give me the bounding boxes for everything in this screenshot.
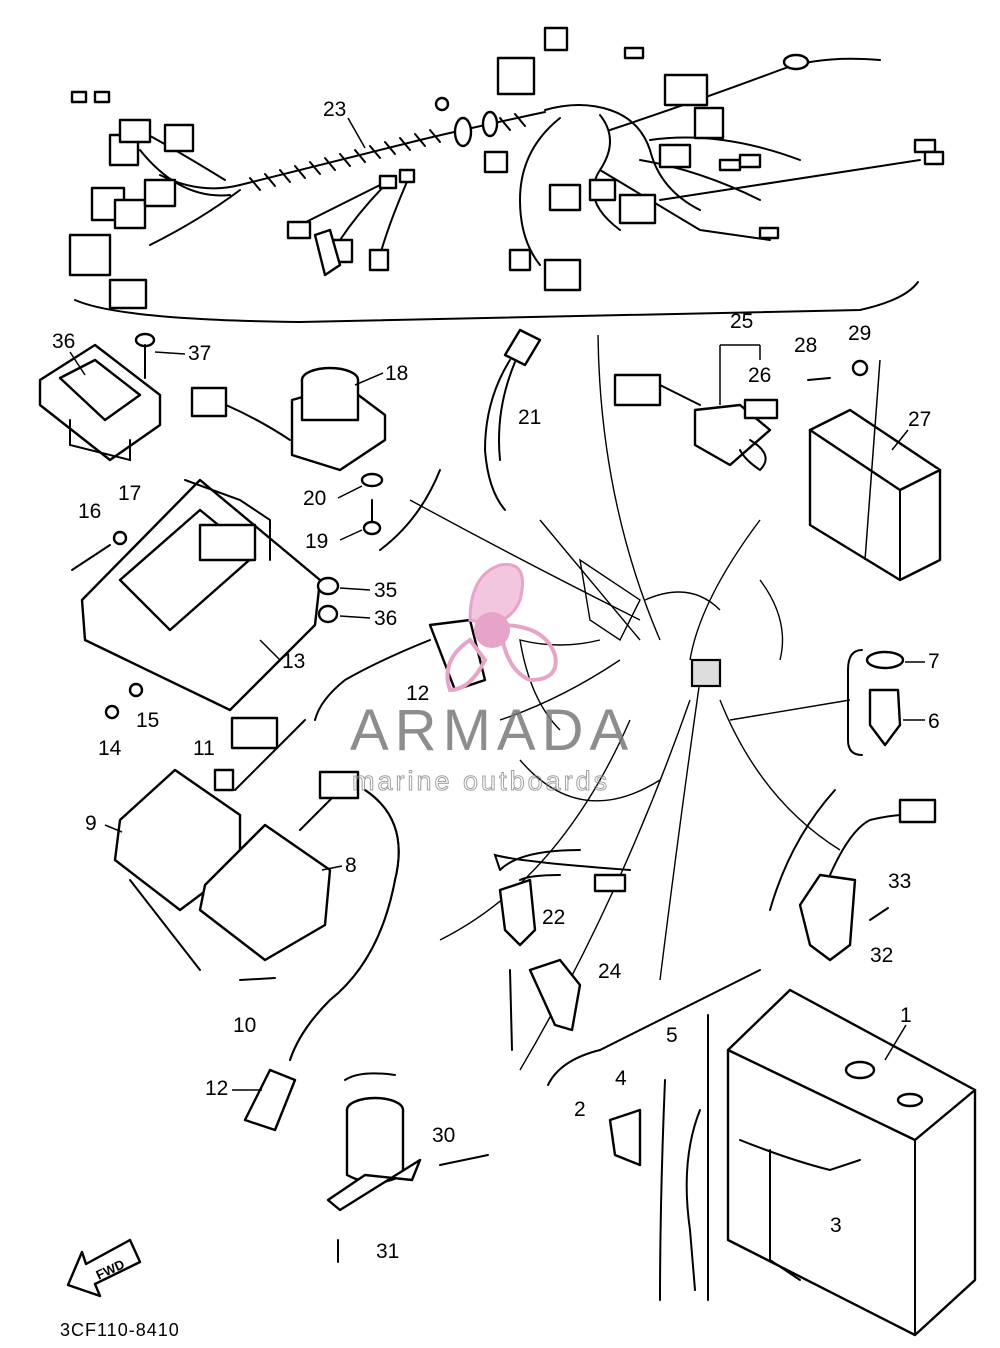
watermark-logo: ARMADA marine outboards <box>350 562 634 797</box>
callout-25: 25 <box>730 310 753 333</box>
battery-cables: 5 4 2 3 <box>574 1014 861 1301</box>
nuts-36-37: 35 36 <box>316 576 397 630</box>
callout-34: 36 <box>52 330 75 353</box>
callout-11: 11 <box>193 737 215 760</box>
bolt-10: 10 <box>129 879 276 1037</box>
callout-16: 16 <box>78 500 101 523</box>
callout-12-upper: 12 <box>406 682 429 705</box>
callout-32: 32 <box>870 944 893 967</box>
callout-14: 14 <box>98 737 122 760</box>
callout-22: 22 <box>542 906 565 929</box>
sensor-32: 33 32 <box>769 789 937 967</box>
side-cover: 13 <box>80 478 322 712</box>
rectifier-regulator: 36 <box>38 330 162 462</box>
bolt-19-20: 20 19 <box>303 472 384 553</box>
callout-5: 5 <box>666 1024 678 1047</box>
bolt-28-nut-29: 28 29 <box>794 322 871 381</box>
sensor-21: 21 <box>483 328 541 511</box>
callout-10: 10 <box>233 1014 256 1037</box>
callout-6: 6 <box>928 710 940 733</box>
callout-35: 37 <box>188 342 211 365</box>
callout-26: 26 <box>748 364 771 387</box>
ignition-coil-8: 8 <box>198 770 400 1061</box>
bracket-line <box>379 469 441 551</box>
wire-harness: 23 <box>68 26 945 324</box>
neutral-switch: 7 6 <box>847 649 940 756</box>
ignition-switch: 18 <box>190 228 408 472</box>
callout-7: 7 <box>928 650 940 673</box>
callout-27: 27 <box>908 408 931 431</box>
watermark-brand: ARMADA <box>350 698 634 763</box>
callout-28: 28 <box>794 334 817 357</box>
callout-29: 29 <box>848 322 871 345</box>
spark-plug-cap-lower: 12 <box>205 1068 297 1132</box>
callout-9: 9 <box>85 812 97 835</box>
callout-30: 30 <box>432 1124 455 1147</box>
engine-outline <box>409 334 851 1071</box>
callout-23: 24 <box>598 960 622 983</box>
fwd-arrow-icon: FWD <box>66 1238 142 1298</box>
battery: 1 <box>547 969 977 1337</box>
starter-relay: 30 31 <box>326 1072 489 1263</box>
callout-4: 4 <box>615 1067 627 1090</box>
screw-35: 37 <box>134 332 211 379</box>
callout-15: 15 <box>136 709 159 732</box>
callout-21: 21 <box>518 406 541 429</box>
callout-31: 31 <box>376 1240 399 1263</box>
diagram-code: 3CF110-8410 <box>60 1320 180 1340</box>
callout-8: 8 <box>345 854 357 877</box>
callout-36: 35 <box>374 579 397 602</box>
callout-33: 33 <box>888 870 911 893</box>
callout-20: 20 <box>303 487 326 510</box>
ignition-coil-9: 11 9 <box>85 716 306 912</box>
cdi-unit: 27 <box>808 359 942 582</box>
callout-37: 36 <box>374 607 397 630</box>
callout-12-lower: 12 <box>205 1077 228 1100</box>
callout-18: 18 <box>385 362 408 385</box>
fuse-holder: 25 26 <box>613 310 779 472</box>
bolt-16-17: 16 17 <box>71 482 141 571</box>
callout-13: 13 <box>282 650 305 673</box>
watermark-subtitle: marine outboards <box>352 766 610 796</box>
callout-19: 19 <box>305 530 328 553</box>
callout-24: 23 <box>323 98 346 121</box>
callout-3: 3 <box>830 1214 842 1237</box>
callout-2: 2 <box>574 1098 586 1121</box>
callout-1: 1 <box>900 1004 912 1027</box>
callout-17: 17 <box>118 482 141 505</box>
sensor-22: 22 24 <box>493 849 631 1051</box>
screw-14-15: 14 15 <box>98 682 159 760</box>
